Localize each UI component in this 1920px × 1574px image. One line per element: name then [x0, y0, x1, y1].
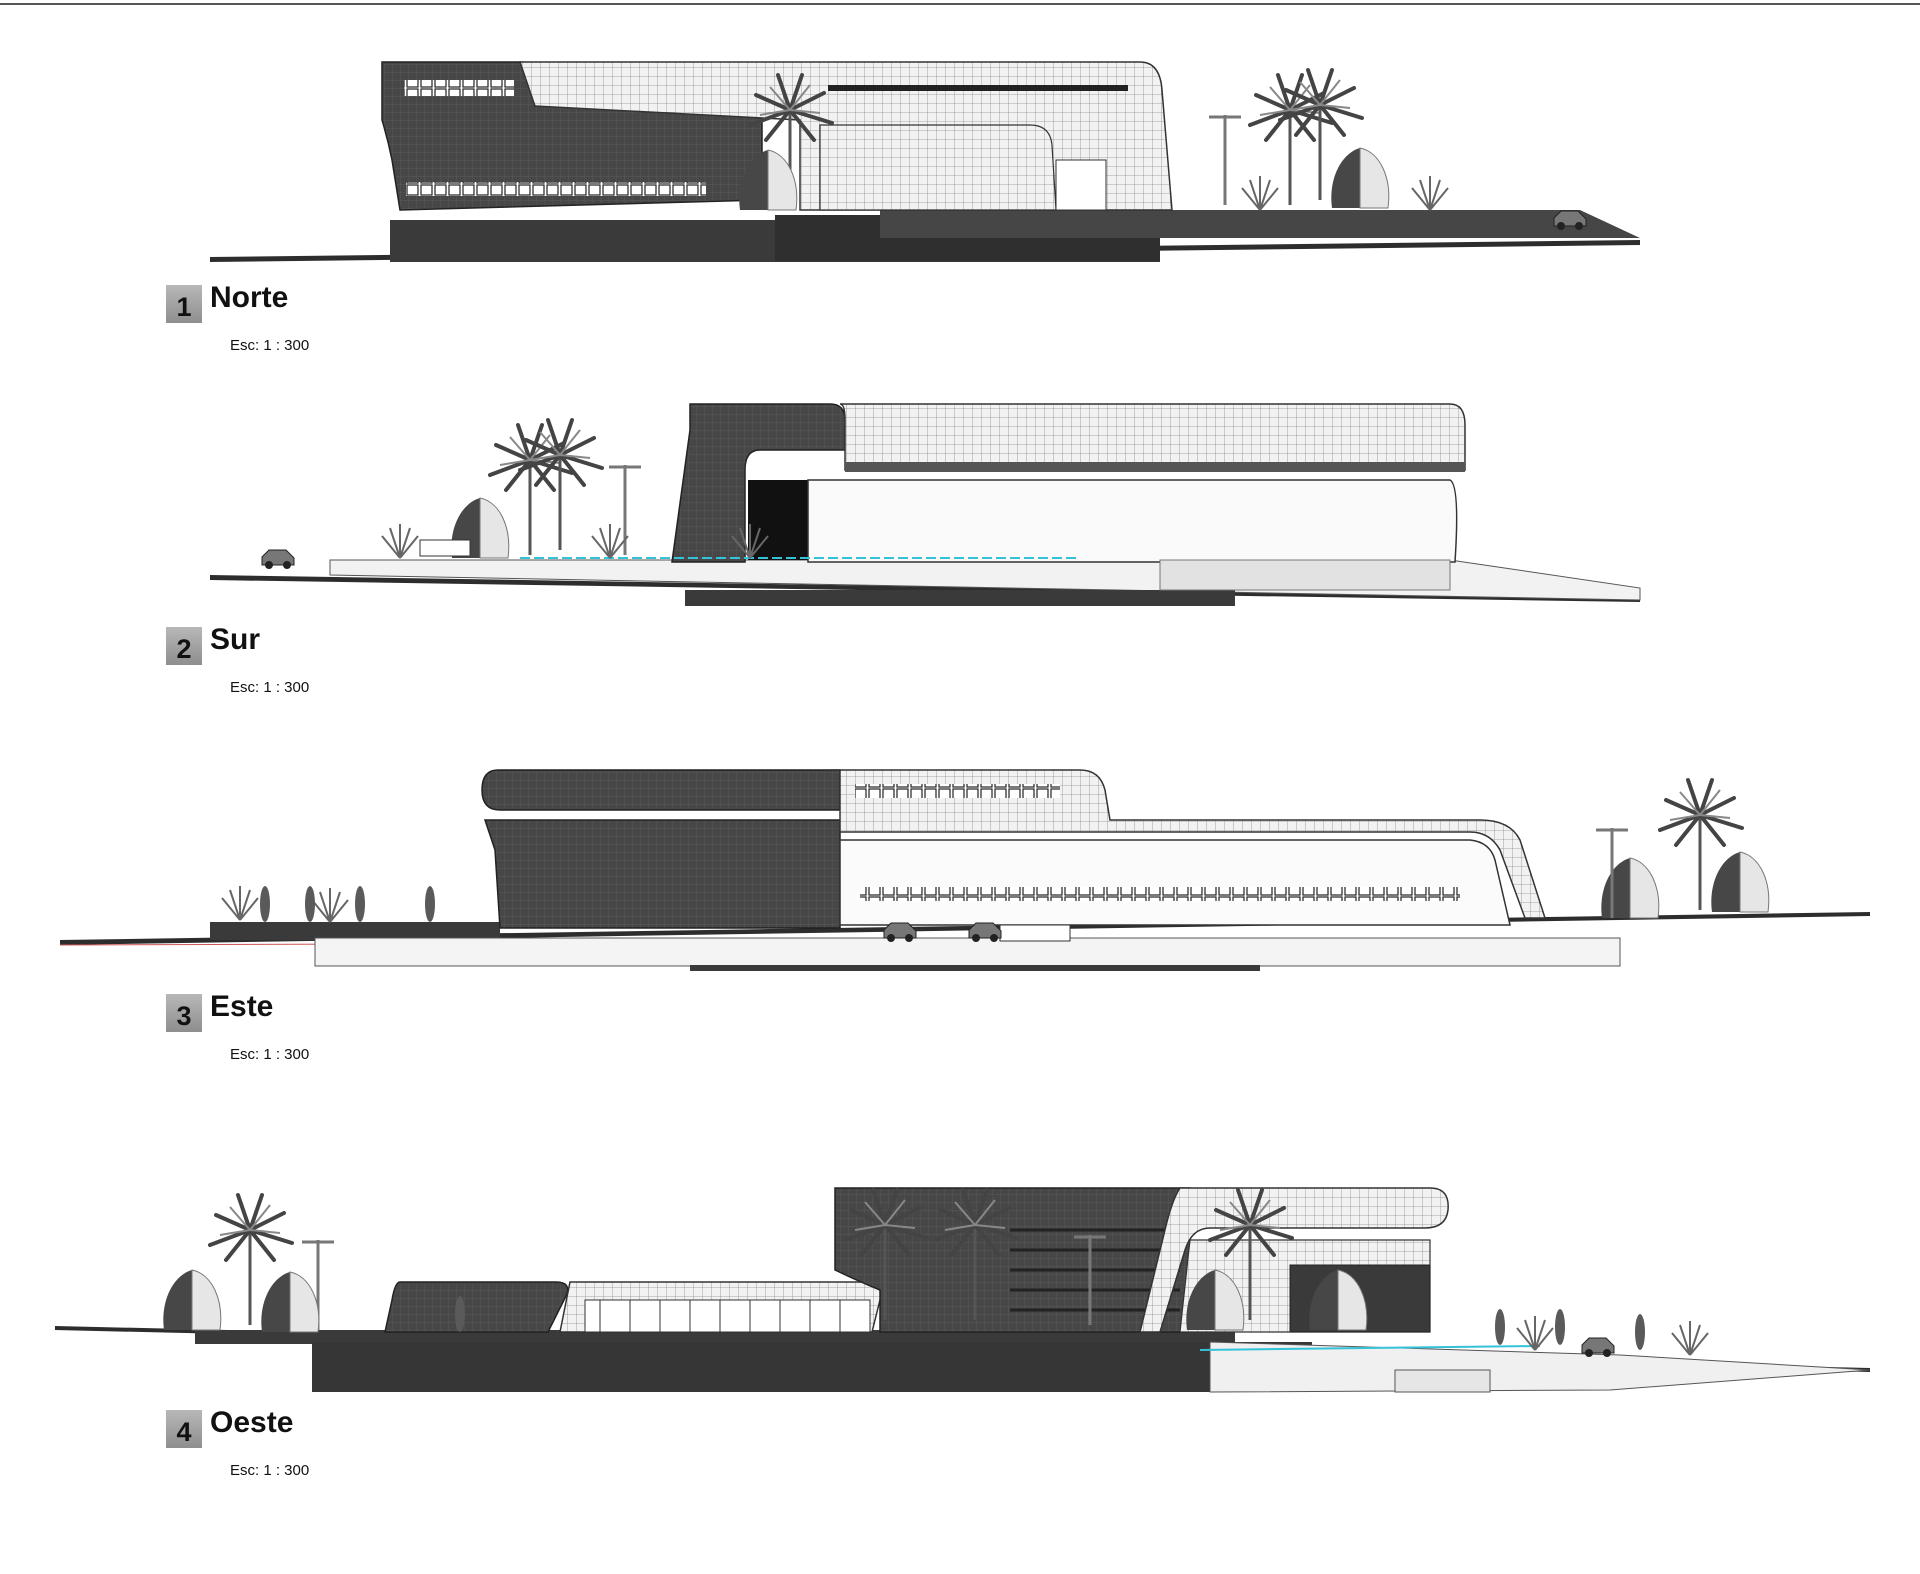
- este-left-terrace: [210, 922, 500, 940]
- este-lower-windows: [860, 887, 1460, 901]
- norte-inner-shell: [819, 124, 1057, 211]
- sur-sign: [419, 539, 471, 557]
- norte-terrace: [880, 210, 1640, 238]
- sur-white-facade: [807, 479, 1458, 563]
- sur-dark-frame: [671, 403, 846, 563]
- este-bush-1: [1710, 851, 1770, 913]
- sur-palm-2: [518, 418, 604, 552]
- view-title: Norte: [210, 281, 289, 314]
- title-block-oeste: 4 Oeste Esc: 1 : 300: [166, 1406, 566, 1490]
- norte-svg: [210, 61, 1640, 262]
- este-dark-block: [483, 819, 841, 929]
- este-cypress-2: [305, 886, 315, 922]
- este-entrance: [999, 924, 1071, 942]
- elevation-drawing-este: [0, 740, 1920, 980]
- title-block-este: 3 Este Esc: 1 : 300: [166, 990, 566, 1074]
- este-cypress-3: [355, 886, 365, 922]
- norte-lower-windows: [406, 182, 706, 196]
- oeste-dark-tall-volume: [834, 1187, 1191, 1333]
- oeste-cypress-4: [1635, 1314, 1645, 1350]
- este-bush-2: [1600, 857, 1660, 919]
- view-scale: Esc: 1 : 300: [230, 1462, 310, 1479]
- este-grid-roof: [830, 769, 1547, 919]
- sur-lamp: [607, 463, 643, 557]
- view-number-box: 4: [166, 1410, 202, 1448]
- sur-car: [261, 549, 295, 570]
- este-dark-roof: [481, 769, 841, 811]
- sur-shrub-1: [381, 523, 419, 559]
- este-shrub-1: [221, 885, 259, 921]
- norte-roof-band: [828, 85, 1128, 91]
- view-number-box: 1: [166, 285, 202, 323]
- oeste-shrub-2: [1671, 1320, 1709, 1356]
- view-number-box: 2: [166, 627, 202, 665]
- norte-entrance: [1055, 159, 1107, 211]
- oeste-plinth: [312, 1342, 1312, 1392]
- este-cypress-1: [260, 886, 270, 922]
- oeste-ramp: [1209, 1341, 1871, 1393]
- view-number-box: 3: [166, 994, 202, 1032]
- sur-lower-wall: [1159, 559, 1451, 591]
- sur-ground-line: [210, 575, 1640, 602]
- sur-svg: [210, 403, 1641, 606]
- sur-plinth: [685, 590, 1235, 606]
- oeste-cypress-2: [1495, 1309, 1505, 1345]
- oeste-grid-loop: [1139, 1187, 1449, 1333]
- oeste-shrub-1: [1516, 1315, 1554, 1351]
- oeste-curtain-wall: [584, 1299, 871, 1333]
- view-scale: Esc: 1 : 300: [230, 337, 310, 354]
- oeste-ramp-wall: [1394, 1369, 1491, 1393]
- oeste-cypress-3: [1555, 1309, 1565, 1345]
- norte-upper-windows: [404, 80, 514, 96]
- este-upper-windows: [855, 784, 1060, 798]
- view-title: Este: [210, 990, 274, 1023]
- oeste-bush-1: [162, 1269, 222, 1331]
- este-base-strip: [690, 965, 1260, 971]
- oeste-upper-plinth: [195, 1330, 1235, 1344]
- title-block-norte: 1 Norte Esc: 1 : 300: [166, 281, 566, 365]
- este-white-facade: [839, 839, 1511, 926]
- view-title: Oeste: [210, 1406, 294, 1439]
- elevation-drawing-sur: [0, 390, 1920, 620]
- view-scale: Esc: 1 : 300: [230, 679, 310, 696]
- oeste-louvers: [1010, 1228, 1180, 1312]
- title-block-sur: 2 Sur Esc: 1 : 300: [166, 623, 566, 707]
- oeste-dark-left-shell: [384, 1281, 569, 1333]
- elevation-drawing-norte: [0, 40, 1920, 280]
- sur-shrub-3: [591, 523, 629, 559]
- este-cypress-4: [425, 886, 435, 922]
- oeste-cypress-1: [455, 1296, 465, 1332]
- este-plinth: [314, 937, 1621, 967]
- elevation-drawing-oeste: [0, 1170, 1920, 1420]
- sur-grid-roof: [839, 403, 1466, 471]
- norte-lamp: [1207, 113, 1243, 207]
- oeste-mullions: [599, 1300, 841, 1332]
- norte-shrub-2: [1411, 175, 1449, 211]
- norte-shrub-1: [1241, 175, 1279, 211]
- oeste-water-line: [1199, 1345, 1541, 1351]
- sheet-border-top: [0, 3, 1920, 5]
- norte-bush-2: [1330, 147, 1390, 209]
- view-title: Sur: [210, 623, 261, 656]
- oeste-bush-2: [260, 1271, 320, 1333]
- este-shrub-2: [311, 887, 349, 923]
- este-svg: [59, 769, 1870, 971]
- oeste-svg: [55, 1187, 1871, 1393]
- sur-roof-band: [845, 462, 1465, 472]
- view-scale: Esc: 1 : 300: [230, 1046, 310, 1063]
